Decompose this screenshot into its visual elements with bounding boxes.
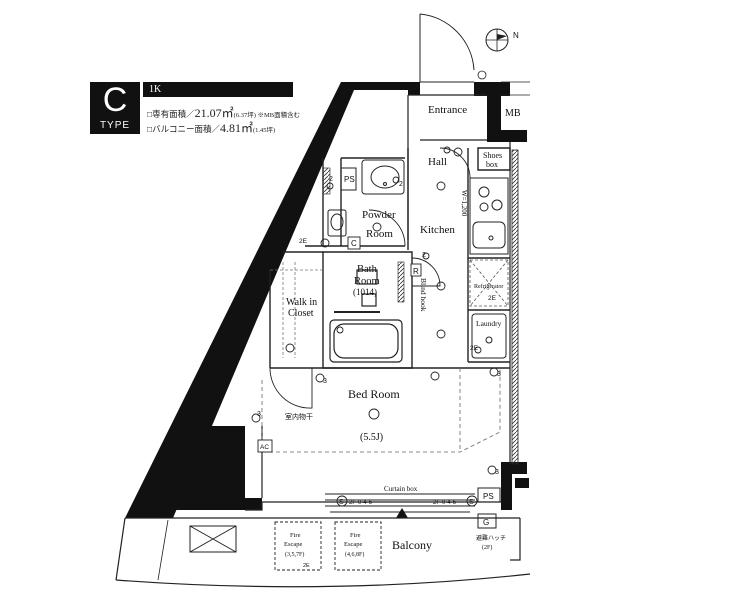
powder-sink — [361, 159, 405, 195]
label-ps-top: PS — [344, 175, 355, 184]
marker-2c: 2 — [329, 176, 333, 183]
outdoor-unit — [189, 525, 237, 553]
marker-2e-1: 2E — [299, 238, 308, 245]
label-ps-bottom: PS — [483, 492, 494, 501]
label-fire-1a: Fire — [290, 532, 301, 539]
label-indoor-dry: 室内物干 — [285, 412, 313, 421]
label-fire-2c: (4,6,8F) — [345, 551, 364, 558]
label-bath-size: (1014) — [353, 287, 377, 297]
bathtub — [329, 269, 403, 363]
marker-wall-width: W=1,200 — [460, 190, 468, 217]
marker-2f-right: 2F·0·4·6 — [433, 500, 457, 506]
exclusive-area-prefix: □専有面積／ — [147, 109, 195, 119]
type-badge: C TYPE — [90, 82, 140, 134]
label-refrigerator: Refrigerator — [474, 283, 503, 290]
label-closet-1: Walk in — [286, 297, 317, 308]
hall-door — [439, 147, 471, 179]
marker-2e-3: 2E — [470, 345, 479, 352]
balcony-area-prefix: □バルコニー面積／ — [147, 124, 220, 134]
marker-blind-hook: Blind hook — [419, 278, 428, 312]
label-powder-1: Powder — [362, 209, 396, 221]
label-hatch-1: 避難ハッチ — [476, 534, 506, 542]
ps-shaft-top — [340, 167, 357, 191]
label-closet-2: Closet — [288, 308, 314, 319]
entrance-sensor-icon — [477, 70, 487, 80]
label-curtain-box: Curtain box — [384, 485, 418, 493]
label-entrance: Entrance — [428, 104, 467, 116]
g-box — [477, 513, 497, 529]
label-shoes-2: box — [486, 160, 498, 169]
exclusive-area: □専有面積／21.07㎡(6.37坪) ※MB面積含む — [147, 104, 300, 121]
marker-2e-2: 2E — [488, 295, 497, 302]
type-word: TYPE — [99, 120, 131, 131]
marker-3d: 3 — [495, 469, 499, 476]
kitchen-counter — [469, 177, 509, 255]
closet-door — [269, 367, 313, 409]
balcony-area: □バルコニー面積／4.81㎡(1.45坪) — [147, 119, 275, 136]
label-fire-2a: Fire — [350, 532, 361, 539]
marker-3c: 3 — [497, 371, 501, 378]
refrigerator-space — [469, 259, 509, 307]
label-hall: Hall — [428, 156, 447, 168]
label-bed-room: Bed Room — [348, 387, 400, 401]
marker-2a: 2 — [399, 181, 403, 188]
marker-3a: 3 — [323, 378, 327, 385]
ps-shaft-bottom — [477, 487, 501, 503]
compass-n: N — [513, 31, 519, 40]
balcony-area-note: (1.45坪) — [252, 127, 276, 134]
marker-r: R — [413, 267, 419, 276]
label-mb: MB — [505, 108, 521, 119]
structural-walls — [125, 82, 529, 518]
label-kitchen: Kitchen — [420, 224, 455, 236]
label-g-box: G — [483, 518, 489, 527]
fire-escape-2 — [334, 521, 382, 571]
exclusive-area-note: (6.37坪) ※MB面積含む — [233, 112, 301, 119]
label-hatch-2: (2F) — [482, 544, 492, 551]
balcony-outline — [115, 517, 531, 588]
type-letter: C — [102, 81, 128, 119]
layout-label: 1K — [143, 82, 293, 97]
label-balcony: Balcony — [392, 538, 432, 552]
marker-ac: AC — [260, 444, 269, 451]
label-fire-1b: Escape — [284, 541, 303, 548]
label-bath-1: Bath — [357, 264, 378, 275]
marker-s-left: S — [339, 499, 344, 506]
interior-partitions — [269, 147, 511, 369]
label-shoes-1: Shoes — [483, 151, 502, 160]
powder-door — [368, 209, 406, 247]
marker-2b: 2 — [422, 252, 426, 259]
marker-s-right: S — [469, 499, 474, 506]
marker-c: C — [351, 239, 357, 248]
right-wall-hatch — [511, 149, 519, 465]
entrance-door — [419, 13, 475, 83]
label-bath-2: Room — [354, 276, 380, 287]
marker-2f-left: 2F·0·4·6 — [349, 500, 373, 506]
label-fire-1c: (3,5,7F) — [285, 551, 304, 558]
label-laundry: Laundry — [476, 319, 502, 328]
exclusive-area-value: 21.07㎡ — [194, 106, 234, 120]
fire-escape-1 — [274, 521, 322, 571]
label-powder-2: Room — [366, 228, 393, 240]
compass-icon: N — [485, 28, 519, 52]
marker-2e-fire: 2E — [303, 563, 310, 569]
label-fire-2b: Escape — [344, 541, 363, 548]
laundry-pan — [471, 313, 507, 359]
light-fixtures — [251, 146, 499, 507]
bath-door — [411, 257, 441, 287]
label-bed-size: (5.5J) — [360, 432, 383, 443]
balcony-area-value: 4.81㎡ — [219, 121, 253, 135]
toilet-icon — [327, 209, 347, 237]
marker-3b: 3 — [257, 411, 261, 418]
